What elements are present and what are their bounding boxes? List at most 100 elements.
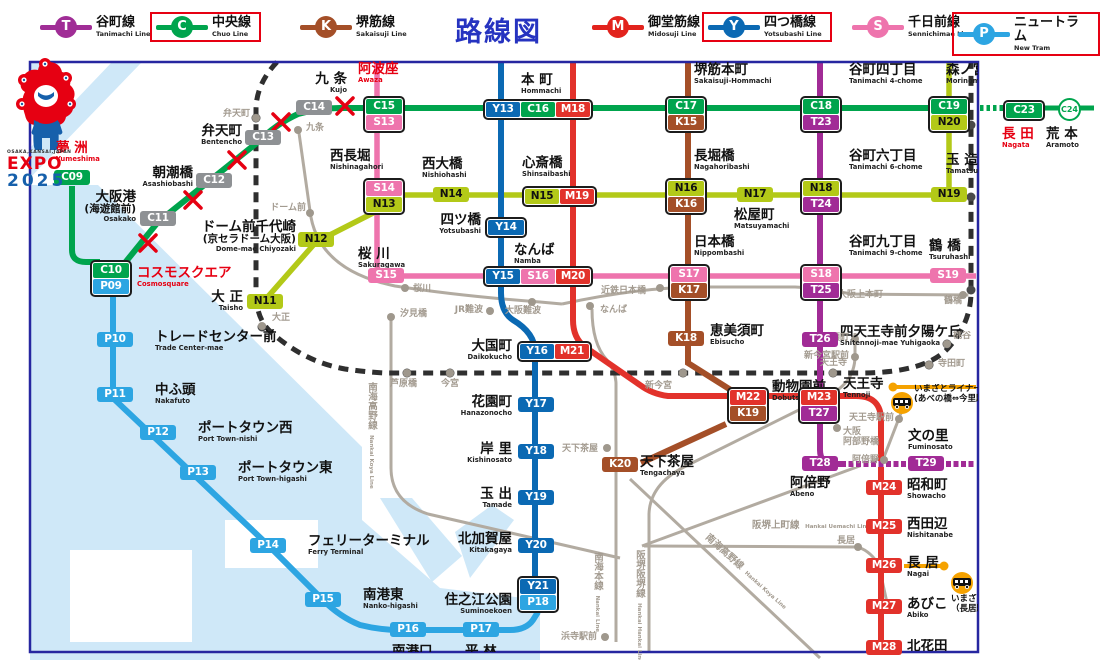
- badge-cell-S17: S17: [671, 267, 707, 282]
- gray-station-label: 桃谷: [953, 331, 972, 341]
- badge-cell-N16: N16: [668, 181, 704, 196]
- station-badge-T29: T29: [908, 456, 944, 471]
- gray-station-label: ドーム前: [270, 203, 306, 213]
- station-badge-M25: M25: [866, 519, 902, 534]
- station-label-kitahanada: 北花田Kitahanada: [907, 639, 948, 651]
- station-badge-K20: K20: [602, 457, 638, 472]
- badge-cell-S18: S18: [803, 267, 839, 282]
- badge-cell-C16: C16: [521, 102, 555, 117]
- gray-station-label: 新今宮: [645, 381, 673, 391]
- station-badge-N14: N14: [433, 187, 469, 202]
- station-badge-N17: N17: [737, 187, 773, 202]
- station-badge-C24: C24: [1058, 98, 1081, 121]
- station-label-osakako: 大阪港(海遊館前)Osakako: [84, 189, 136, 223]
- rail-line-label: 南海高野線 Nankai Koya Line: [366, 382, 377, 489]
- badge-cell-C18: C18: [803, 99, 839, 114]
- imazato-liner-label: いまざとライナー（長居駅前⇔今里駅前): [951, 594, 978, 614]
- line-color-icon: K: [300, 16, 352, 38]
- badge-cell-K17: K17: [671, 283, 707, 298]
- station-badge-M26: M26: [866, 558, 902, 573]
- badge-cell-K19: K19: [730, 406, 766, 421]
- line-color-icon: M: [592, 16, 644, 38]
- newtram-line: [110, 296, 541, 633]
- station-badge-P11: P11: [97, 387, 133, 402]
- station-badge-T28: T28: [802, 456, 838, 471]
- line-color-icon: Y: [708, 16, 760, 38]
- station-badge-Y19: Y19: [518, 490, 554, 505]
- badge-cell-T25: T25: [803, 283, 839, 298]
- gray-station-label: 大正: [272, 313, 291, 323]
- station-badge-M28: M28: [866, 640, 902, 655]
- station-badge-C14: C14: [296, 100, 332, 115]
- station-badge-T26: T26: [802, 332, 838, 347]
- station-label-tamatsukuri: 玉 造Tamatsukuri: [946, 153, 978, 175]
- badge-cell-Y13: Y13: [486, 102, 520, 117]
- station-badge-C23: C23: [1003, 100, 1045, 121]
- badge-cell-S14: S14: [366, 181, 402, 196]
- gray-station-label: 長居: [836, 536, 855, 546]
- expo-year: 2025: [7, 170, 67, 191]
- gray-station-label: 大阪: [843, 427, 862, 437]
- badge-cell-N13: N13: [366, 197, 402, 212]
- gray-station-label: 近鉄日本橋: [601, 286, 647, 296]
- station-label-morinomiya: 森ノ宮Morinomiya: [946, 63, 978, 85]
- station-badge-P10: P10: [97, 332, 133, 347]
- badge-cell-M21: M21: [555, 344, 589, 359]
- rail-line-label: 阪堺阪堺線 Hankai Hankai Line: [634, 550, 645, 660]
- gray-station-label: 天王寺駅前: [848, 413, 894, 423]
- station-badge-P16: P16: [390, 622, 426, 637]
- badge-cell-S16: S16: [521, 269, 555, 284]
- badge-cell-C19: C19: [931, 99, 967, 114]
- badge-cell-M20: M20: [556, 269, 590, 284]
- line-color-icon: S: [852, 16, 904, 38]
- station-label-nanko-guchi: 南港口Nanko-guchi: [392, 644, 433, 652]
- badge-cell-Y21: Y21: [520, 579, 556, 594]
- gray-station-label: 鶴橋: [944, 296, 963, 306]
- expo-word: EXPO: [7, 153, 63, 174]
- badge-cell-C23: C23: [1006, 103, 1042, 118]
- station-badge-P14: P14: [250, 538, 286, 553]
